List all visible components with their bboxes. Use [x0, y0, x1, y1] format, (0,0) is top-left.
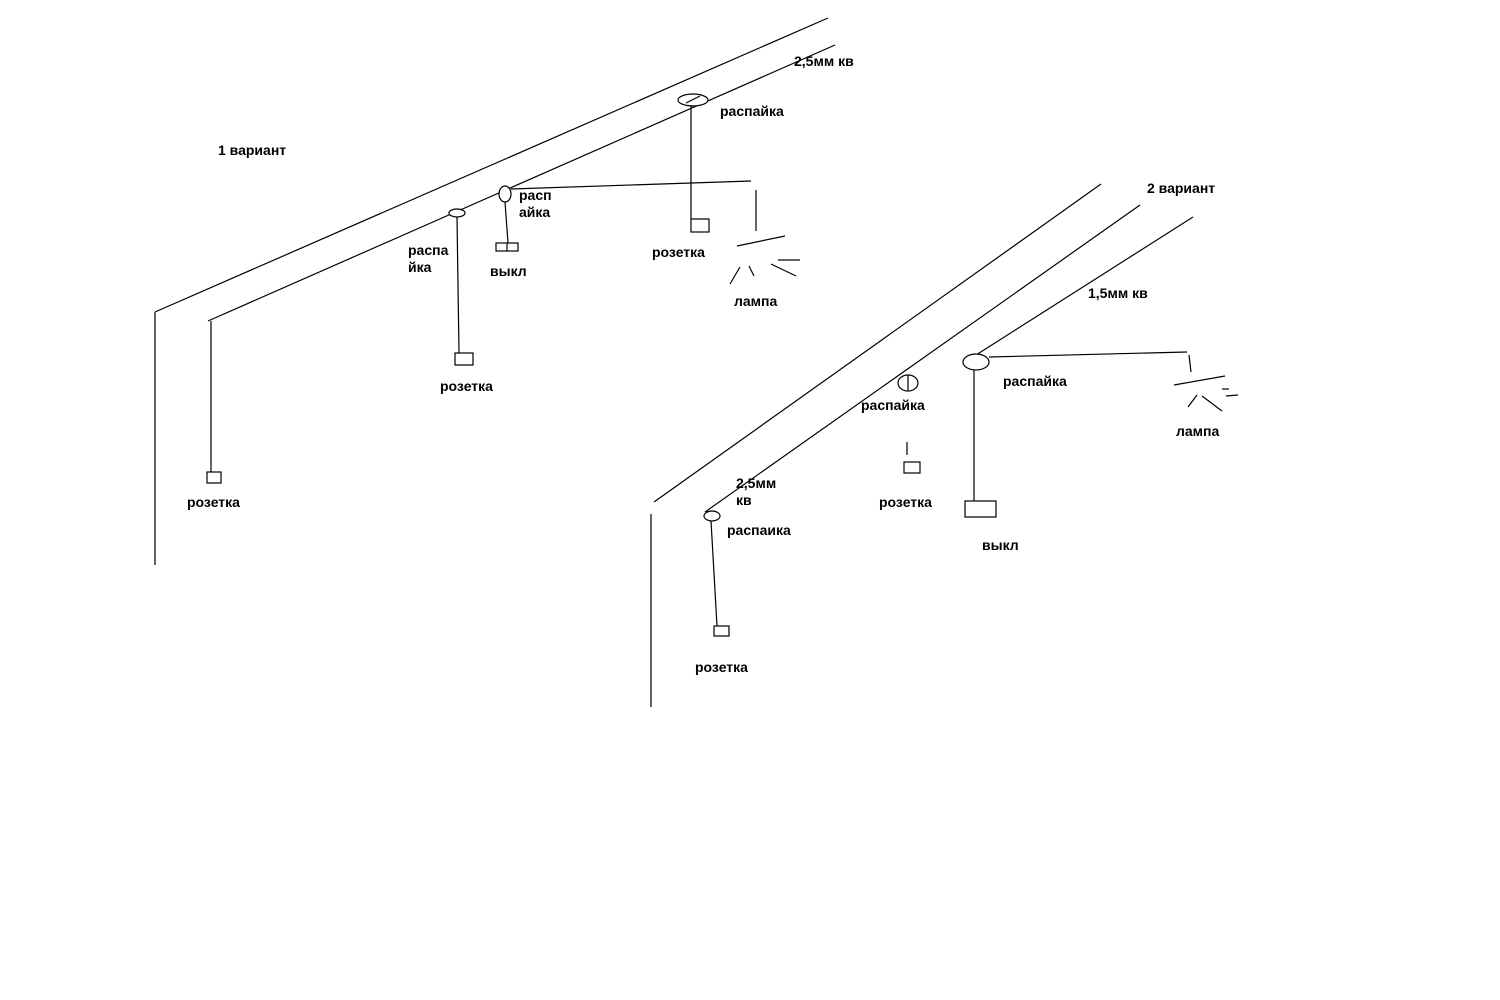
variant1-diagram: [154, 17, 836, 565]
variant2-diagram: [650, 183, 1239, 707]
v2-junction-right-icon: [962, 353, 990, 371]
v2-socket-left-wire: [710, 520, 718, 627]
v1-socket-top-icon: [690, 218, 710, 233]
v1-wire-section-label: 2,5мм кв: [794, 53, 854, 69]
v2-switch-label: выкл: [982, 537, 1019, 553]
v1-lamp-icon: [729, 190, 800, 285]
v1-lamp-label: лампа: [734, 293, 778, 309]
v2-wire-section-socket-label: 2,5мм кв: [736, 475, 777, 508]
v1-socket-top-label: розетка: [652, 244, 705, 260]
v1-switch-wire: [504, 201, 509, 244]
v1-socket-mid-icon: [454, 352, 474, 366]
v2-socket-left-icon: [713, 625, 730, 637]
v1-socket-mid-wire: [456, 216, 460, 354]
v2-socket-mid-label: розетка: [879, 494, 932, 510]
v2-switch-icon: [964, 500, 997, 518]
v1-wall-corner-line: [154, 17, 829, 313]
v1-junction-top-mark: [685, 95, 701, 104]
v2-wall-corner-line: [653, 183, 1102, 503]
v2-junction-left-label: распаика: [727, 522, 791, 538]
v2-socket-mid-icon: [903, 461, 921, 474]
v2-title: 2 вариант: [1147, 180, 1216, 196]
v1-switch-label: выкл: [490, 263, 527, 279]
v1-junction-top-label: распайка: [720, 103, 784, 119]
v1-title: 1 вариант: [218, 142, 287, 158]
v1-socket-left-label: розетка: [187, 494, 240, 510]
v2-lamp-icon: [1173, 354, 1239, 412]
v1-junction-switch-icon: [498, 185, 512, 203]
v2-junction-left-icon: [703, 510, 721, 522]
v1-junction-mid-icon: [448, 208, 466, 218]
v2-lamp-label: лампа: [1176, 423, 1220, 439]
v2-lamp-wire: [988, 351, 1188, 358]
v1-socket-left-icon: [206, 471, 222, 484]
v2-light-cable: [964, 216, 1194, 363]
v1-socket-mid-label: розетка: [440, 378, 493, 394]
v1-lamp-wire: [510, 180, 752, 190]
v2-socket-left-label: розетка: [695, 659, 748, 675]
v1-junction-mid-label: распа йка: [408, 242, 449, 275]
v2-socket-cable: [704, 204, 1141, 513]
v2-junction-mid-label: распайка: [861, 397, 925, 413]
v1-junction-switch-label: расп айка: [519, 187, 552, 220]
v2-wire-section-light-label: 1,5мм кв: [1088, 285, 1148, 301]
v2-junction-right-label: распайка: [1003, 373, 1067, 389]
v1-main-cable: [207, 44, 836, 322]
